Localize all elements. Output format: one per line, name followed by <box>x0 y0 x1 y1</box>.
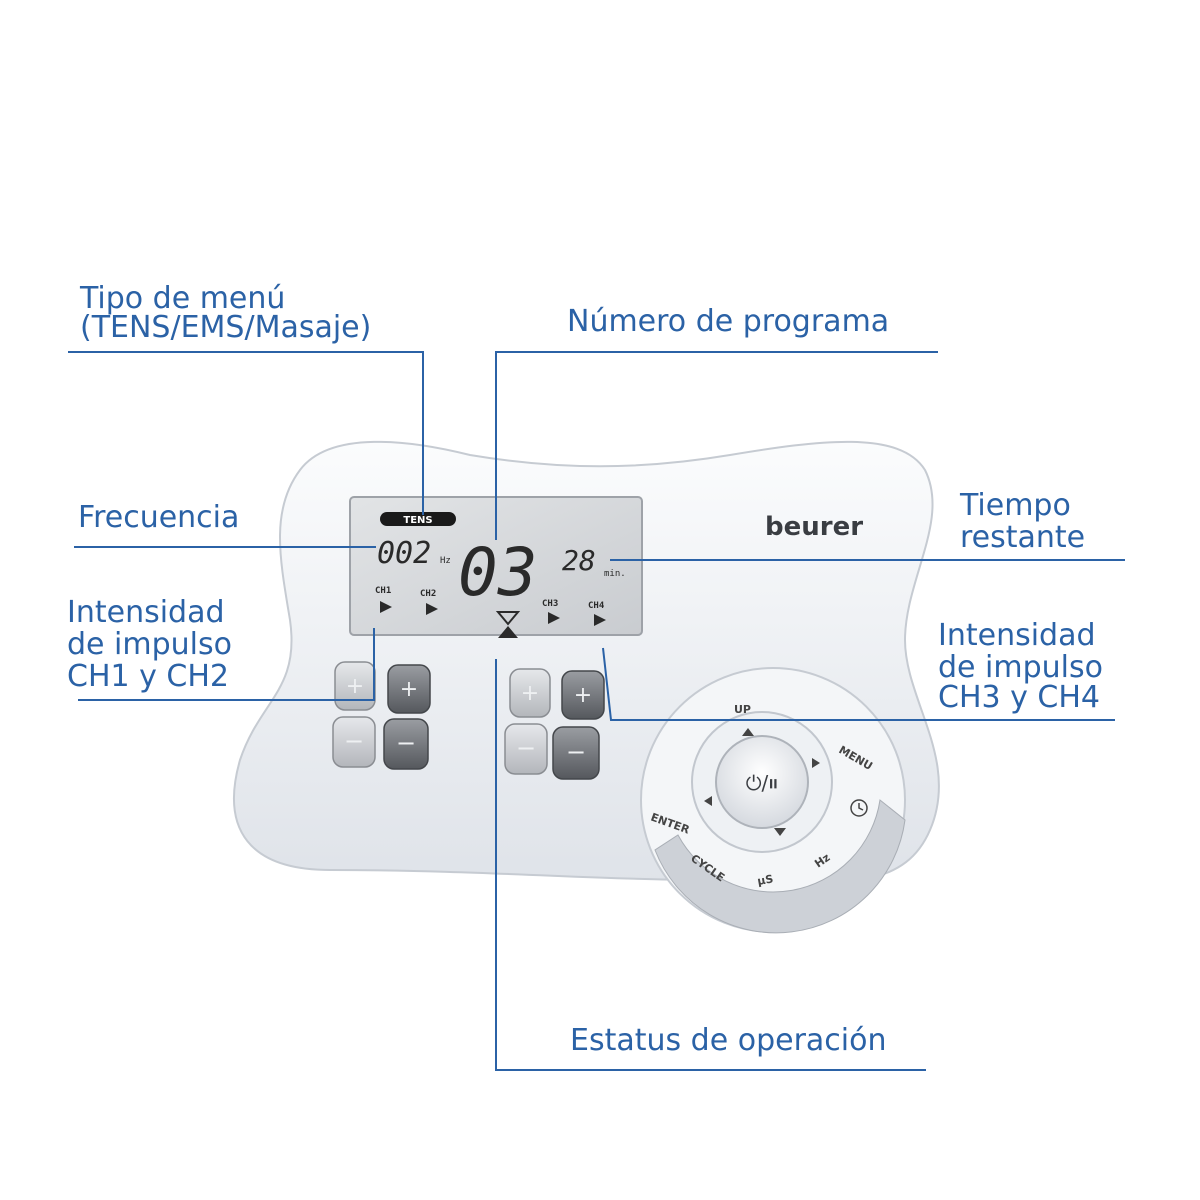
label-status: Estatus de operación <box>570 1023 886 1058</box>
svg-text:−: − <box>566 738 586 766</box>
leader-status <box>495 659 926 1071</box>
power-pause-label: ⏻/⏸ <box>746 771 779 795</box>
mode-badge <box>380 512 456 526</box>
power-pause-button[interactable]: ⏻/⏸ <box>718 738 806 826</box>
label-time-line2: restante <box>960 520 1085 555</box>
ch4-arrow-icon <box>594 614 606 626</box>
label-ch34-line2: de impulso <box>938 650 1103 685</box>
ch2-arrow-icon <box>426 603 438 615</box>
ch3-plus-button[interactable]: + <box>509 668 551 718</box>
brand-logo: beurer <box>765 512 863 542</box>
leader-ch12 <box>78 628 375 701</box>
svg-text:−: − <box>516 734 536 762</box>
ch4-plus-button[interactable]: + <box>561 670 605 720</box>
label-ch12-line3: CH1 y CH2 <box>67 659 229 694</box>
leader-menu-type <box>68 351 424 515</box>
svg-text:+: + <box>574 683 592 708</box>
label-menu-type-line2: (TENS/EMS/Masaje) <box>80 310 371 345</box>
lcd-ch3: CH3 <box>542 599 558 609</box>
leader-lines <box>68 351 1125 1071</box>
ch1-minus-button[interactable]: − <box>332 716 376 768</box>
up-label[interactable]: UP <box>734 703 751 716</box>
mode-label: TENS <box>403 515 432 526</box>
control-dial <box>640 667 906 934</box>
label-frequency: Frecuencia <box>78 500 239 535</box>
ch4-minus-button[interactable]: − <box>552 726 600 780</box>
lcd-frequency-unit: Hz <box>440 556 451 566</box>
label-program-number: Número de programa <box>567 304 889 339</box>
clock-icon <box>858 803 864 811</box>
right-arrow-icon[interactable] <box>812 758 820 768</box>
lcd-time-unit: min. <box>604 569 626 579</box>
lcd-ch2: CH2 <box>420 589 436 599</box>
leader-ch34 <box>602 647 1115 721</box>
hourglass-icon <box>495 611 521 638</box>
lcd-program: 03 <box>458 534 537 611</box>
up-arrow-icon[interactable] <box>742 728 754 736</box>
down-arrow-icon[interactable] <box>774 828 786 836</box>
lcd-ch4: CH4 <box>588 601 605 611</box>
left-arrow-icon[interactable] <box>704 796 712 806</box>
lcd-ch1: CH1 <box>375 586 391 596</box>
timer-button[interactable] <box>850 799 868 817</box>
lcd-time: 28 <box>562 544 596 577</box>
ch2-minus-button[interactable]: − <box>383 718 429 770</box>
svg-text:+: + <box>346 674 364 699</box>
label-ch34-line3: CH3 y CH4 <box>938 680 1100 715</box>
label-menu-type-line1: Tipo de menú <box>79 281 285 316</box>
us-button[interactable]: µS <box>756 872 774 888</box>
annotation-labels: Tipo de menú (TENS/EMS/Masaje) Número de… <box>67 281 1103 1058</box>
label-ch12-line1: Intensidad <box>67 595 225 630</box>
label-time-line1: Tiempo <box>959 488 1071 523</box>
ch1-plus-button[interactable]: + <box>334 661 376 711</box>
ch3-minus-button[interactable]: − <box>504 723 548 775</box>
ch3-arrow-icon <box>548 612 560 624</box>
svg-text:+: + <box>521 681 539 706</box>
svg-text:+: + <box>400 677 418 702</box>
lcd-frequency: 002 <box>377 536 431 571</box>
leader-program-number <box>495 351 938 540</box>
ch2-plus-button[interactable]: + <box>387 664 431 714</box>
ch1-arrow-icon <box>380 601 392 613</box>
svg-text:−: − <box>396 729 416 757</box>
svg-text:−: − <box>344 727 364 755</box>
label-ch12-line2: de impulso <box>67 627 232 662</box>
label-ch34-line1: Intensidad <box>938 618 1096 653</box>
